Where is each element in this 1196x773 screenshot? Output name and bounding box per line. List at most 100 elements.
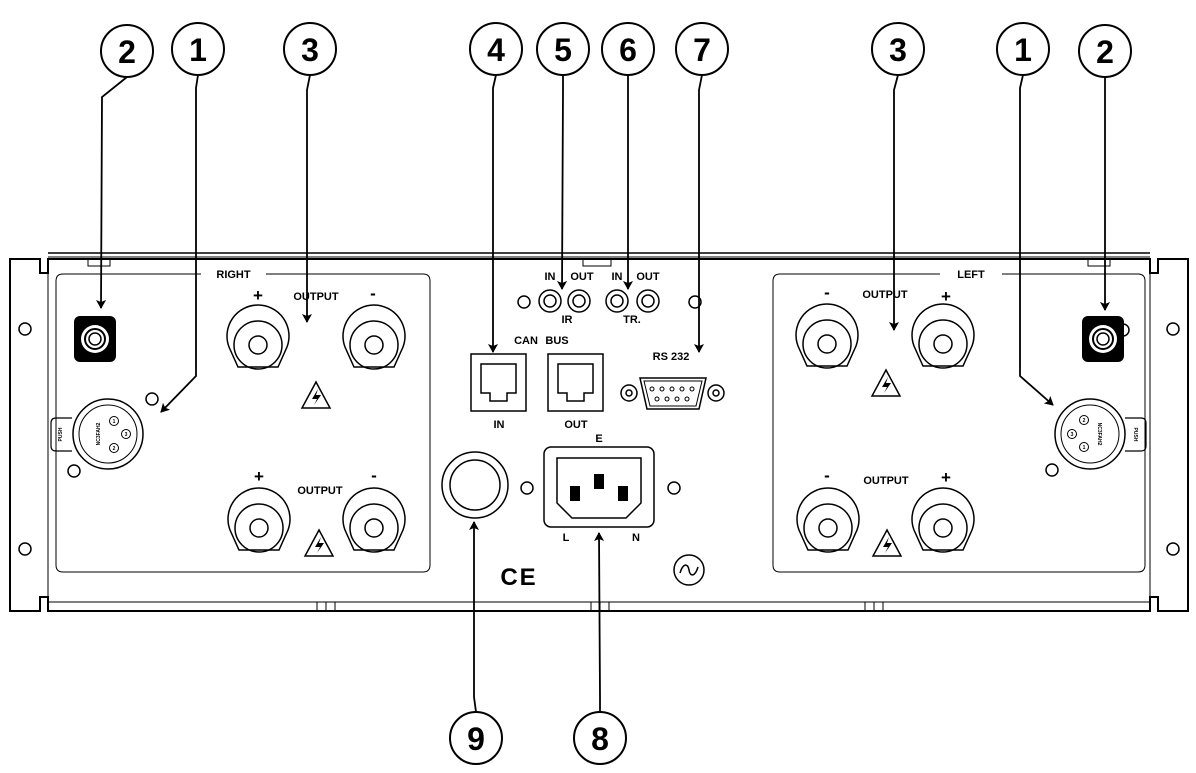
xlr-pin: 3 <box>121 429 131 439</box>
ir-out-label: OUT <box>570 271 594 283</box>
rack-hole <box>1166 322 1180 336</box>
svg-text:1: 1 <box>113 419 116 425</box>
svg-text:2: 2 <box>118 34 136 70</box>
rack-hole <box>18 542 32 556</box>
live-label: L <box>563 532 570 544</box>
can-in-label: IN <box>494 419 505 431</box>
callouts: 2 1 3 4 5 6 7 <box>96 22 1132 765</box>
svg-text:6: 6 <box>619 32 637 68</box>
right-channel-section: RIGHT PUSH NC3FAH2 1 2 3 + - OUTPUT <box>50 269 431 573</box>
can-label: CAN <box>514 335 538 347</box>
warning-icon <box>871 528 903 557</box>
svg-text:7: 7 <box>693 32 711 68</box>
svg-text:2: 2 <box>113 446 116 452</box>
callout-1-right-xlr: 1 <box>160 22 225 413</box>
xlr-input-connector[interactable]: PUSH NC3FAH2 1 2 3 <box>1054 398 1147 470</box>
can-bus-out-port[interactable] <box>547 353 604 412</box>
iec-power-inlet[interactable] <box>543 446 655 528</box>
svg-text:3: 3 <box>889 32 907 68</box>
callout-9-power-switch: 9 <box>449 521 503 765</box>
rack-hole <box>1166 542 1180 556</box>
ground-terminal[interactable] <box>74 316 116 362</box>
ground-terminal[interactable] <box>1082 316 1124 362</box>
callout-2-right-ground: 2 <box>96 24 154 309</box>
speaker-terminal-negative[interactable] <box>796 487 860 553</box>
trigger-out-jack[interactable] <box>636 289 660 313</box>
svg-text:5: 5 <box>554 32 572 68</box>
trigger-in-jack[interactable] <box>605 289 629 313</box>
can-out-label: OUT <box>564 419 588 431</box>
speaker-terminal-negative[interactable] <box>342 304 406 370</box>
push-label: PUSH <box>1132 428 1138 442</box>
trigger-out-label: OUT <box>636 271 660 283</box>
speaker-terminal-positive[interactable] <box>911 487 975 553</box>
ir-in-label: IN <box>545 271 556 283</box>
output-label: OUTPUT <box>862 289 908 301</box>
speaker-terminal-positive[interactable] <box>227 487 291 553</box>
warning-icon <box>870 368 902 397</box>
svg-text:1: 1 <box>1014 32 1032 68</box>
screw-hole <box>520 481 534 495</box>
screw-hole <box>1045 463 1059 477</box>
rack-hole <box>18 322 32 336</box>
callout-7-rs232: 7 <box>675 22 729 353</box>
svg-text:4: 4 <box>487 32 505 68</box>
right-section-title: RIGHT <box>216 269 251 281</box>
trigger-label: TR. <box>623 314 641 326</box>
bus-label: BUS <box>545 335 568 347</box>
minus-sign: - <box>824 466 830 485</box>
screw-hole <box>145 392 159 406</box>
center-control-section: IN OUT IR IN OUT TR. CAN BUS <box>441 271 725 591</box>
plus-sign: + <box>254 467 264 486</box>
svg-text:3: 3 <box>1071 432 1074 438</box>
callout-2-left-ground: 2 <box>1078 24 1132 311</box>
xlr-pin: 1 <box>1079 442 1089 452</box>
screw-hole <box>67 464 81 478</box>
rs232-port[interactable] <box>620 377 725 410</box>
svg-text:9: 9 <box>467 721 485 757</box>
ce-mark: CE <box>500 564 537 591</box>
rs232-label: RS 232 <box>653 351 690 363</box>
svg-text:3: 3 <box>125 432 128 438</box>
callout-8-power-inlet: 8 <box>573 532 627 765</box>
minus-sign: - <box>370 284 376 303</box>
minus-sign: - <box>824 283 830 302</box>
ir-out-jack[interactable] <box>567 289 591 313</box>
output-label: OUTPUT <box>297 485 343 497</box>
svg-text:1: 1 <box>1083 445 1086 451</box>
speaker-terminal-positive[interactable] <box>911 303 975 369</box>
warning-icon <box>300 380 332 409</box>
ac-symbol-icon <box>673 554 705 586</box>
callout-5-ir: 5 <box>536 22 590 290</box>
svg-text:3: 3 <box>301 32 319 68</box>
xlr-model-label: NC3FAH2 <box>96 422 102 445</box>
svg-text:2: 2 <box>1083 418 1086 424</box>
can-bus-in-port[interactable] <box>470 353 527 412</box>
xlr-pin: 2 <box>1079 415 1089 425</box>
power-switch[interactable] <box>441 451 509 519</box>
svg-text:8: 8 <box>591 721 609 757</box>
speaker-terminal-positive[interactable] <box>226 304 290 370</box>
callout-6-trigger: 6 <box>601 22 655 290</box>
screw-hole <box>517 295 531 309</box>
xlr-input-connector[interactable]: PUSH NC3FAH2 1 2 3 <box>50 398 144 470</box>
plus-sign: + <box>941 287 951 306</box>
neutral-label: N <box>632 532 640 544</box>
plus-sign: + <box>941 468 951 487</box>
xlr-pin: 2 <box>109 443 119 453</box>
ir-in-jack[interactable] <box>538 289 562 313</box>
xlr-model-label: NC3FAH2 <box>1096 423 1102 446</box>
warning-icon <box>303 528 335 557</box>
speaker-terminal-negative[interactable] <box>795 303 859 369</box>
svg-text:1: 1 <box>189 32 207 68</box>
callout-3-right-output: 3 <box>283 22 337 323</box>
xlr-pin: 3 <box>1067 429 1077 439</box>
speaker-terminal-negative[interactable] <box>342 487 406 553</box>
ir-label: IR <box>562 314 573 326</box>
push-label: PUSH <box>58 427 64 441</box>
minus-sign: - <box>371 466 377 485</box>
screw-hole <box>667 481 681 495</box>
svg-text:2: 2 <box>1096 34 1114 70</box>
trigger-in-label: IN <box>612 271 623 283</box>
